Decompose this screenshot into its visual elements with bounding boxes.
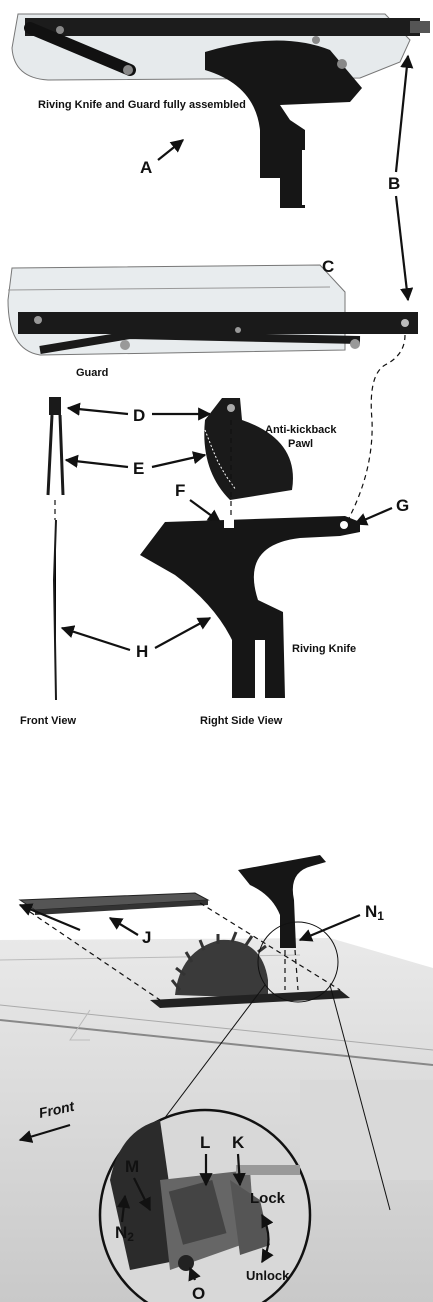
callout-e: E bbox=[133, 459, 144, 478]
arrow-h-left bbox=[60, 625, 131, 652]
callout-n1: N1 bbox=[365, 902, 384, 923]
arrow-d-left bbox=[66, 402, 129, 416]
arrow-b-up bbox=[394, 54, 414, 173]
callout-g: G bbox=[396, 496, 409, 515]
callout-d: D bbox=[133, 406, 145, 425]
arrow-n1 bbox=[298, 913, 361, 942]
arrow-f bbox=[189, 499, 222, 523]
arrow-a bbox=[157, 139, 185, 161]
arrow-lock-unlock bbox=[261, 1213, 274, 1264]
callout-f: F bbox=[175, 481, 185, 500]
pawl-figure bbox=[204, 398, 293, 520]
arrow-removal bbox=[18, 903, 81, 932]
caption-pawl-line2: Pawl bbox=[288, 438, 313, 450]
arrow-h-right bbox=[154, 617, 212, 649]
riving-knife-figure bbox=[140, 516, 360, 698]
arrow-front bbox=[18, 1123, 71, 1143]
caption-front: Front bbox=[37, 1098, 77, 1121]
callout-h: H bbox=[136, 642, 148, 661]
callout-c: C bbox=[322, 257, 334, 276]
callout-a: A bbox=[140, 158, 152, 177]
arrow-m bbox=[133, 1177, 151, 1212]
arrow-j bbox=[108, 917, 139, 936]
callout-b: B bbox=[388, 174, 400, 193]
assembled-figure bbox=[11, 13, 430, 208]
arrow-e-left bbox=[64, 454, 129, 469]
arrow-e-right bbox=[151, 451, 207, 469]
connector-guard-knife bbox=[347, 334, 406, 521]
caption-riving-knife: Riving Knife bbox=[292, 643, 356, 655]
callout-n2: N2 bbox=[115, 1223, 134, 1244]
caption-assembled: Riving Knife and Guard fully assembled bbox=[38, 99, 246, 111]
arrow-g bbox=[353, 506, 393, 526]
callout-o: O bbox=[192, 1284, 205, 1302]
caption-pawl-line1: Anti-kickback bbox=[265, 424, 337, 436]
arrow-n2 bbox=[117, 1194, 131, 1223]
caption-lock: Lock bbox=[250, 1190, 286, 1207]
callout-m: M bbox=[125, 1157, 139, 1176]
arrow-k bbox=[232, 1153, 246, 1187]
caption-unlock: Unlock bbox=[246, 1268, 290, 1283]
caption-guard: Guard bbox=[76, 367, 108, 379]
arrow-o bbox=[188, 1266, 201, 1282]
front-view-figure bbox=[46, 397, 65, 701]
callout-j: J bbox=[142, 928, 151, 947]
caption-front-view: Front View bbox=[20, 715, 76, 727]
callout-k: K bbox=[232, 1133, 245, 1152]
arrow-b-down bbox=[394, 195, 414, 302]
caption-right-side-view: Right Side View bbox=[200, 715, 283, 727]
callout-l: L bbox=[200, 1133, 210, 1152]
table-saw-figure bbox=[0, 855, 433, 1302]
guard-figure bbox=[7, 264, 418, 356]
